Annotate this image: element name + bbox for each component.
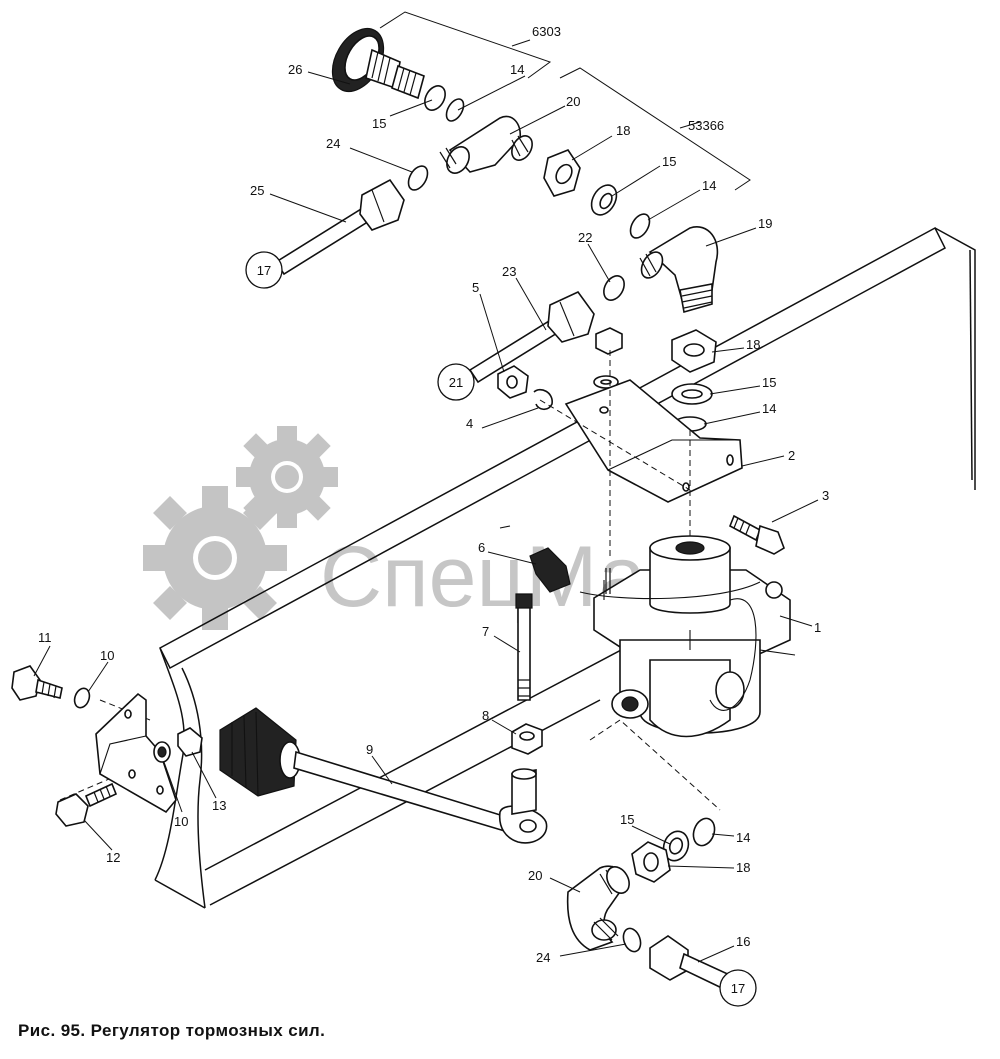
part-26-fitting bbox=[331, 27, 425, 100]
label-15-bottom: 15 bbox=[620, 812, 634, 827]
label-14-mid: 14 bbox=[702, 178, 716, 193]
kit-53366-bracket: 53366 bbox=[559, 67, 751, 191]
label-15-mid: 15 bbox=[662, 154, 676, 169]
part-16-tube bbox=[649, 935, 734, 992]
label-24-bottom: 24 bbox=[536, 950, 550, 965]
part-7-rod bbox=[515, 593, 533, 701]
svg-text:21: 21 bbox=[449, 375, 463, 390]
label-4: 4 bbox=[466, 416, 473, 431]
part-22-ring bbox=[603, 275, 625, 301]
label-10-top: 10 bbox=[100, 648, 114, 663]
ref-circle-21: 21 bbox=[437, 363, 475, 401]
bracket-nut bbox=[593, 327, 623, 389]
svg-text:17: 17 bbox=[731, 981, 745, 996]
label-15-top: 15 bbox=[372, 116, 386, 131]
label-8: 8 bbox=[482, 708, 489, 723]
part-15-washer-top bbox=[424, 85, 446, 111]
part-19-elbow bbox=[639, 226, 719, 314]
label-11: 11 bbox=[38, 630, 52, 645]
part-18-nut-mid bbox=[671, 329, 717, 373]
part-20-elbow-top bbox=[439, 115, 533, 174]
label-10-bottom: 10 bbox=[174, 814, 188, 829]
part-11-bolt bbox=[11, 665, 63, 701]
label-18-mid: 18 bbox=[746, 337, 760, 352]
label-18-bottom: 18 bbox=[736, 860, 750, 875]
part-2-bracket bbox=[564, 379, 743, 503]
left-bracket bbox=[95, 692, 177, 814]
part-14-ring-bottom bbox=[692, 817, 716, 847]
part-4-washer bbox=[533, 388, 553, 411]
label-19: 19 bbox=[758, 216, 772, 231]
part-15-washer-lower bbox=[671, 383, 713, 405]
svg-text:17: 17 bbox=[257, 263, 271, 278]
part-10-washer-top bbox=[73, 687, 91, 709]
part-1-regulator-body bbox=[579, 535, 796, 738]
label-26: 26 bbox=[288, 62, 302, 77]
label-25: 25 bbox=[250, 183, 264, 198]
ref-circle-17-top: 17 bbox=[245, 251, 283, 289]
part-24-ring-bottom bbox=[622, 927, 642, 953]
kit-53366-label: 53366 bbox=[688, 118, 724, 133]
label-24-top: 24 bbox=[326, 136, 340, 151]
label-2: 2 bbox=[788, 448, 795, 463]
label-14-bottom: 14 bbox=[736, 830, 750, 845]
ref-circle-17-bottom: 17 bbox=[719, 969, 757, 1007]
label-23: 23 bbox=[502, 264, 516, 279]
part-23-tube bbox=[468, 290, 595, 384]
label-7: 7 bbox=[482, 624, 489, 639]
kit-6303-label: 6303 bbox=[532, 24, 561, 39]
part-13-nut bbox=[177, 727, 203, 757]
part-9-lever bbox=[219, 707, 548, 844]
watermark-gear-small-icon bbox=[236, 426, 338, 528]
label-20-top: 20 bbox=[566, 94, 580, 109]
part-3-bolt bbox=[728, 514, 785, 555]
part-14-ring-top bbox=[445, 98, 465, 122]
part-15-washer-mid bbox=[590, 184, 618, 216]
label-13: 13 bbox=[212, 798, 226, 813]
label-9: 9 bbox=[366, 742, 373, 757]
label-1: 1 bbox=[814, 620, 821, 635]
label-22: 22 bbox=[578, 230, 592, 245]
label-3: 3 bbox=[822, 488, 829, 503]
label-15-lower: 15 bbox=[762, 375, 776, 390]
part-5-nut bbox=[497, 365, 529, 399]
part-24-ring-top bbox=[407, 165, 429, 191]
part-labels: 26 14 15 20 24 18 25 15 14 19 22 23 5 18… bbox=[38, 62, 829, 965]
label-18-top: 18 bbox=[616, 123, 630, 138]
leader-lines bbox=[33, 71, 819, 963]
figure-caption: Рис. 95. Регулятор тормозных сил. bbox=[18, 1021, 326, 1040]
label-14-lower: 14 bbox=[762, 401, 776, 416]
part-8-nut bbox=[511, 723, 543, 755]
label-20-bottom: 20 bbox=[528, 868, 542, 883]
label-14-top: 14 bbox=[510, 62, 524, 77]
part-18-nut-top bbox=[543, 149, 581, 197]
label-6: 6 bbox=[478, 540, 485, 555]
label-5: 5 bbox=[472, 280, 479, 295]
part-18-nut-bottom bbox=[631, 841, 671, 883]
label-12: 12 bbox=[106, 850, 120, 865]
part-10-washer-bottom bbox=[153, 741, 171, 763]
part-6-clip bbox=[499, 525, 571, 593]
label-16: 16 bbox=[736, 934, 750, 949]
part-25-tube bbox=[274, 178, 405, 276]
part-14-ring-mid bbox=[629, 213, 651, 239]
kit-6303-bracket: 6303 bbox=[379, 11, 561, 79]
part-12-bolt bbox=[55, 782, 118, 827]
part-15-washer-bottom bbox=[662, 830, 690, 862]
part-20-elbow-bottom bbox=[566, 865, 630, 951]
